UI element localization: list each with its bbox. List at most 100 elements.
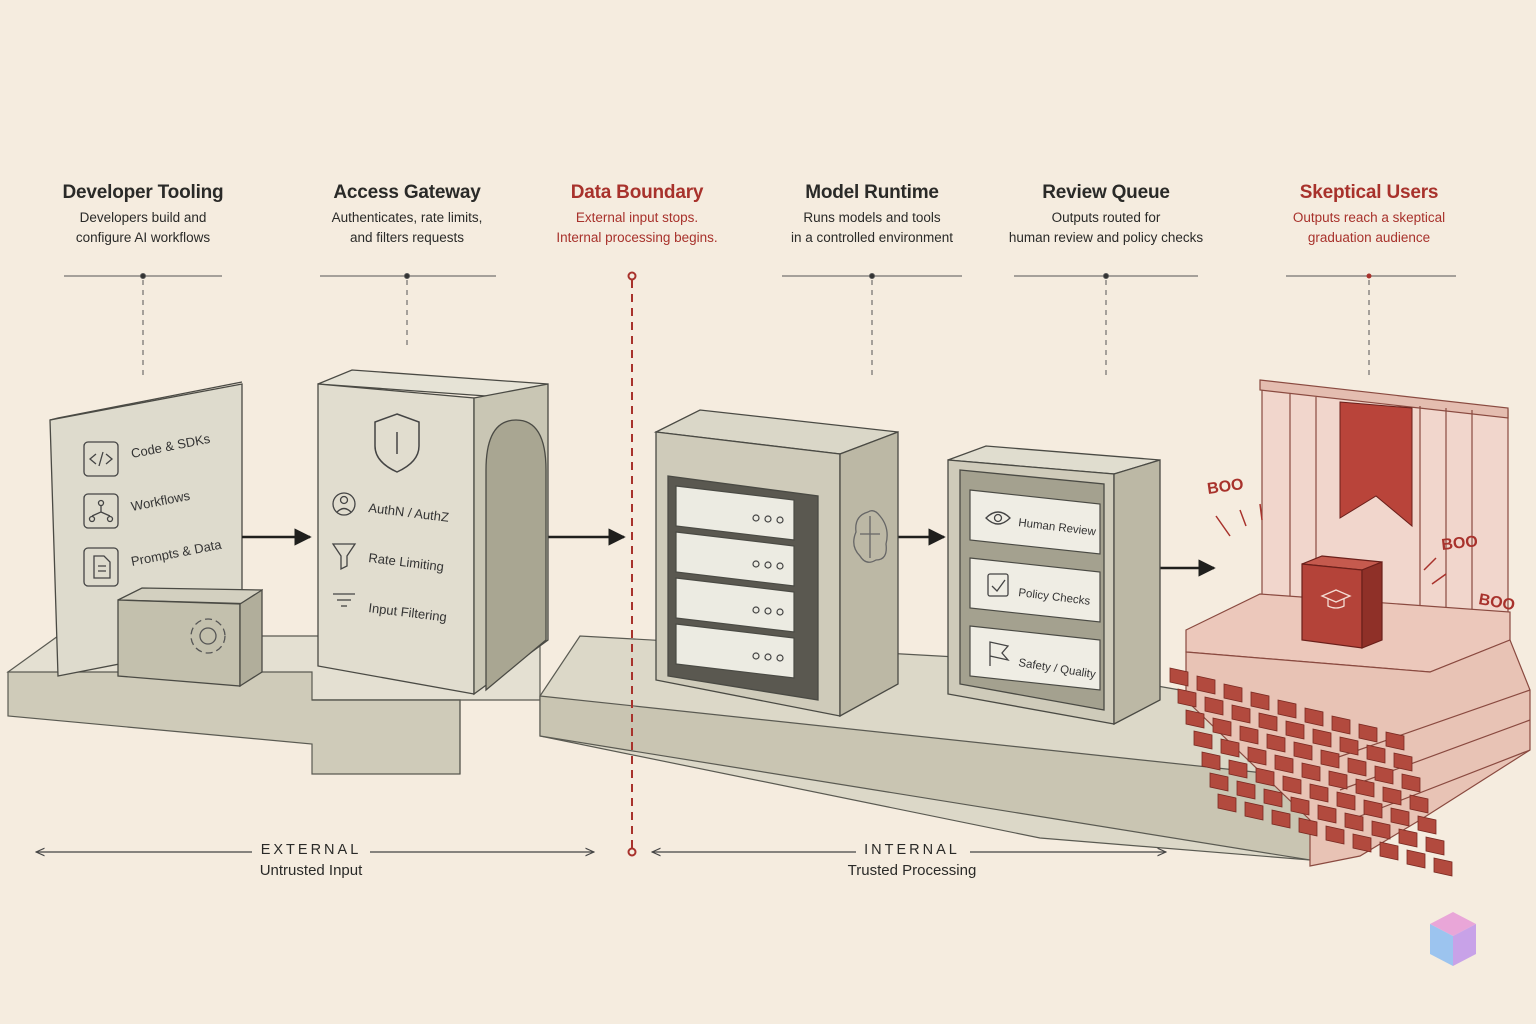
header-connectors <box>64 273 1456 378</box>
audience-seat <box>1293 741 1313 761</box>
audience-seat <box>1290 796 1310 816</box>
audience-seat <box>1309 783 1329 803</box>
audience-seat <box>1298 817 1318 837</box>
zone-internal: INTERNAL Trusted Processing <box>792 842 1032 879</box>
audience-seat <box>1398 828 1418 848</box>
audience-seat <box>1282 775 1302 795</box>
funnel-icon <box>331 543 357 571</box>
stage-access-gateway: Access Gateway Authenticates, rate limit… <box>277 182 537 248</box>
logo-icon <box>1430 912 1476 966</box>
audience-seat <box>1220 738 1240 758</box>
audience-seat <box>1406 849 1426 869</box>
audience-seat <box>1212 717 1232 737</box>
audience-seat <box>1274 754 1294 774</box>
audience-seat <box>1239 725 1259 745</box>
brain-icon <box>853 510 888 563</box>
audience-seat <box>1204 696 1224 716</box>
audience-seat <box>1177 688 1197 708</box>
audience-seat <box>1379 841 1399 861</box>
audience-seat <box>1255 767 1275 787</box>
checkbox-icon <box>987 573 1009 597</box>
stage-title: Data Boundary <box>570 182 704 203</box>
banner <box>1339 401 1413 528</box>
stage-desc: External input stops.Internal processing… <box>556 210 718 245</box>
stage-title: Skeptical Users <box>1299 182 1439 203</box>
audience-seat <box>1385 731 1405 751</box>
audience-seat <box>1390 807 1410 827</box>
gear-icon <box>190 618 226 654</box>
audience-seat <box>1185 709 1205 729</box>
audience-seat <box>1250 691 1270 711</box>
audience-seat <box>1196 675 1216 695</box>
audience-seat <box>1277 699 1297 719</box>
boo-marks <box>1215 503 1447 585</box>
audience-seat <box>1285 720 1305 740</box>
audience-seat <box>1382 786 1402 806</box>
data-boundary-line <box>627 271 637 857</box>
workflows-icon <box>83 493 119 529</box>
filter-icon <box>333 593 355 607</box>
audience-seat <box>1355 778 1375 798</box>
audience-seat <box>1236 780 1256 800</box>
audience-seat <box>1304 707 1324 727</box>
audience-seat <box>1352 833 1372 853</box>
zone-sub: Untrusted Input <box>259 862 363 879</box>
audience-seat <box>1347 757 1367 777</box>
eye-icon <box>985 511 1011 525</box>
audience-seat <box>1358 723 1378 743</box>
zone-label: INTERNAL <box>864 842 960 858</box>
zone-sub: Trusted Processing <box>847 862 977 879</box>
boo-label: BOO <box>1206 476 1244 498</box>
podium <box>1301 555 1383 649</box>
boo-label: BOO <box>1477 591 1516 614</box>
stage-skeptical-users: Skeptical Users Outputs reach a skeptica… <box>1239 182 1499 248</box>
audience-seat <box>1266 733 1286 753</box>
stage-title: Model Runtime <box>805 182 939 203</box>
audience-seat <box>1228 759 1248 779</box>
audience-seat <box>1339 736 1359 756</box>
graduation-cap-icon <box>1320 589 1352 609</box>
audience-seat <box>1258 712 1278 732</box>
audience-seat <box>1374 765 1394 785</box>
access-gateway-block <box>317 369 549 696</box>
stage-title: Access Gateway <box>333 182 481 203</box>
audience-seat <box>1366 744 1386 764</box>
audience-seat <box>1263 788 1283 808</box>
audience-seat <box>1217 793 1237 813</box>
audience-seat <box>1317 804 1337 824</box>
audience-seat <box>1328 770 1348 790</box>
audience-seat <box>1271 809 1291 829</box>
audience-seat <box>1231 704 1251 724</box>
audience-seat <box>1363 799 1383 819</box>
boo-label: BOO <box>1441 533 1479 554</box>
audience-seat <box>1201 751 1221 771</box>
audience-seat <box>1301 762 1321 782</box>
audience-seat <box>1247 746 1267 766</box>
shield-icon <box>374 413 420 473</box>
zone-external: EXTERNAL Untrusted Input <box>191 842 431 879</box>
stage-title: Developer Tooling <box>62 182 224 203</box>
audience-seat <box>1344 812 1364 832</box>
audience-seat <box>1331 715 1351 735</box>
audience-seat <box>1401 773 1421 793</box>
audience-seat <box>1409 794 1429 814</box>
stage-data-boundary: Data Boundary External input stops.Inter… <box>507 182 767 248</box>
audience-seats <box>1169 667 1453 877</box>
audience-seat <box>1425 836 1445 856</box>
audience-seat <box>1244 801 1264 821</box>
audience-seat <box>1193 730 1213 750</box>
flag-icon <box>989 641 1010 666</box>
audience-seat <box>1433 857 1453 877</box>
audience-seat <box>1209 772 1229 792</box>
audience-seat <box>1417 815 1437 835</box>
audience-seat <box>1336 791 1356 811</box>
audience-seat <box>1371 820 1391 840</box>
audience-seat <box>1223 683 1243 703</box>
